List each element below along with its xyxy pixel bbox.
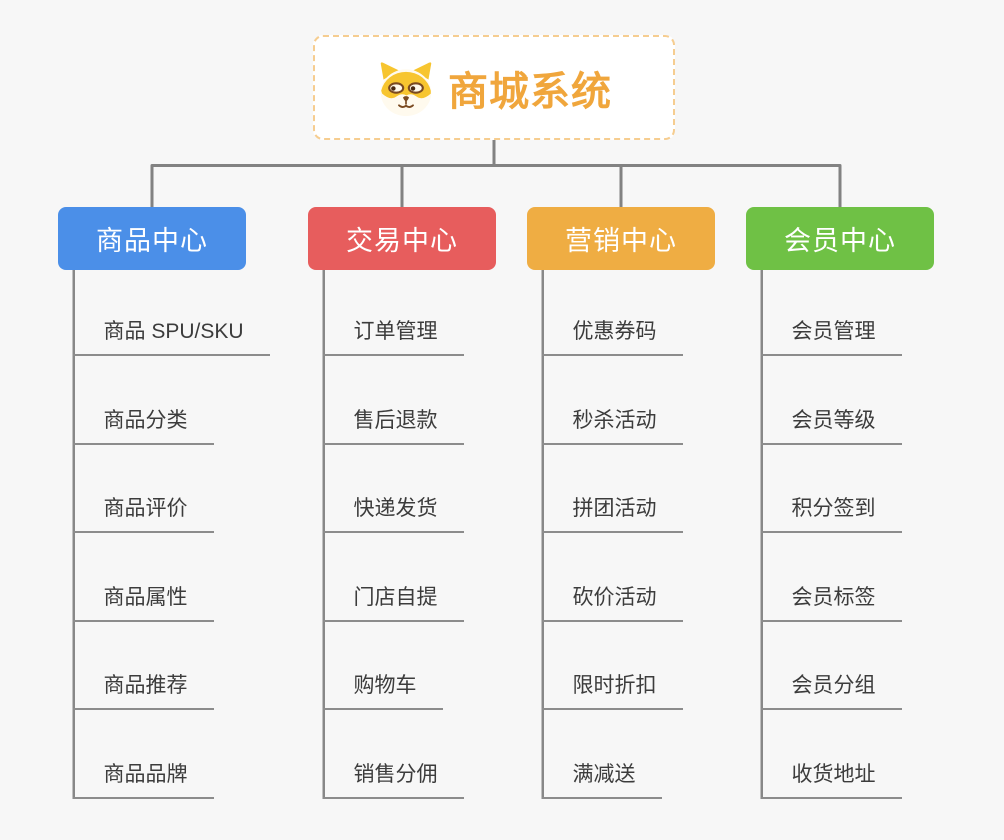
- dog-face-icon: [376, 59, 436, 117]
- leaf-item[interactable]: 砍价活动: [541, 584, 683, 622]
- leaf-item[interactable]: 商品评价: [72, 495, 214, 533]
- leaf-item[interactable]: 限时折扣: [541, 672, 683, 710]
- leaf-item[interactable]: 商品分类: [72, 407, 214, 445]
- branch-label: 会员中心: [784, 226, 896, 256]
- leaf-item[interactable]: 购物车: [322, 672, 443, 710]
- branch-label: 商品中心: [96, 226, 208, 256]
- branch-label: 交易中心: [346, 226, 458, 256]
- leaf-item[interactable]: 门店自提: [322, 584, 464, 622]
- branch-bus-line: [150, 164, 842, 207]
- branch-node-member-center[interactable]: 会员中心: [746, 207, 934, 270]
- root-node[interactable]: 商城系统: [313, 35, 675, 140]
- leaf-item[interactable]: 商品属性: [72, 584, 214, 622]
- leaf-item[interactable]: 会员等级: [760, 407, 902, 445]
- root-title: 商城系统: [448, 69, 612, 114]
- branch-node-product-center[interactable]: 商品中心: [58, 207, 246, 270]
- branch-node-marketing-center[interactable]: 营销中心: [527, 207, 715, 270]
- branch-node-trade-center[interactable]: 交易中心: [308, 207, 496, 270]
- leaf-item[interactable]: 商品 SPU/SKU: [72, 318, 270, 356]
- leaf-item[interactable]: 商品品牌: [72, 761, 214, 799]
- leaf-item[interactable]: 商品推荐: [72, 672, 214, 710]
- leaf-item[interactable]: 积分签到: [760, 495, 902, 533]
- branch-label: 营销中心: [565, 226, 677, 256]
- leaf-item[interactable]: 收货地址: [760, 761, 902, 799]
- leaf-item[interactable]: 销售分佣: [322, 761, 464, 799]
- leaf-item[interactable]: 会员标签: [760, 584, 902, 622]
- leaf-item[interactable]: 满减送: [541, 761, 662, 799]
- leaf-item[interactable]: 秒杀活动: [541, 407, 683, 445]
- leaf-item[interactable]: 会员分组: [760, 672, 902, 710]
- leaf-item[interactable]: 售后退款: [322, 407, 464, 445]
- leaf-item[interactable]: 优惠券码: [541, 318, 683, 356]
- leaf-item[interactable]: 会员管理: [760, 318, 902, 356]
- leaf-item[interactable]: 订单管理: [322, 318, 464, 356]
- leaf-item[interactable]: 拼团活动: [541, 495, 683, 533]
- leaf-item[interactable]: 快递发货: [322, 495, 464, 533]
